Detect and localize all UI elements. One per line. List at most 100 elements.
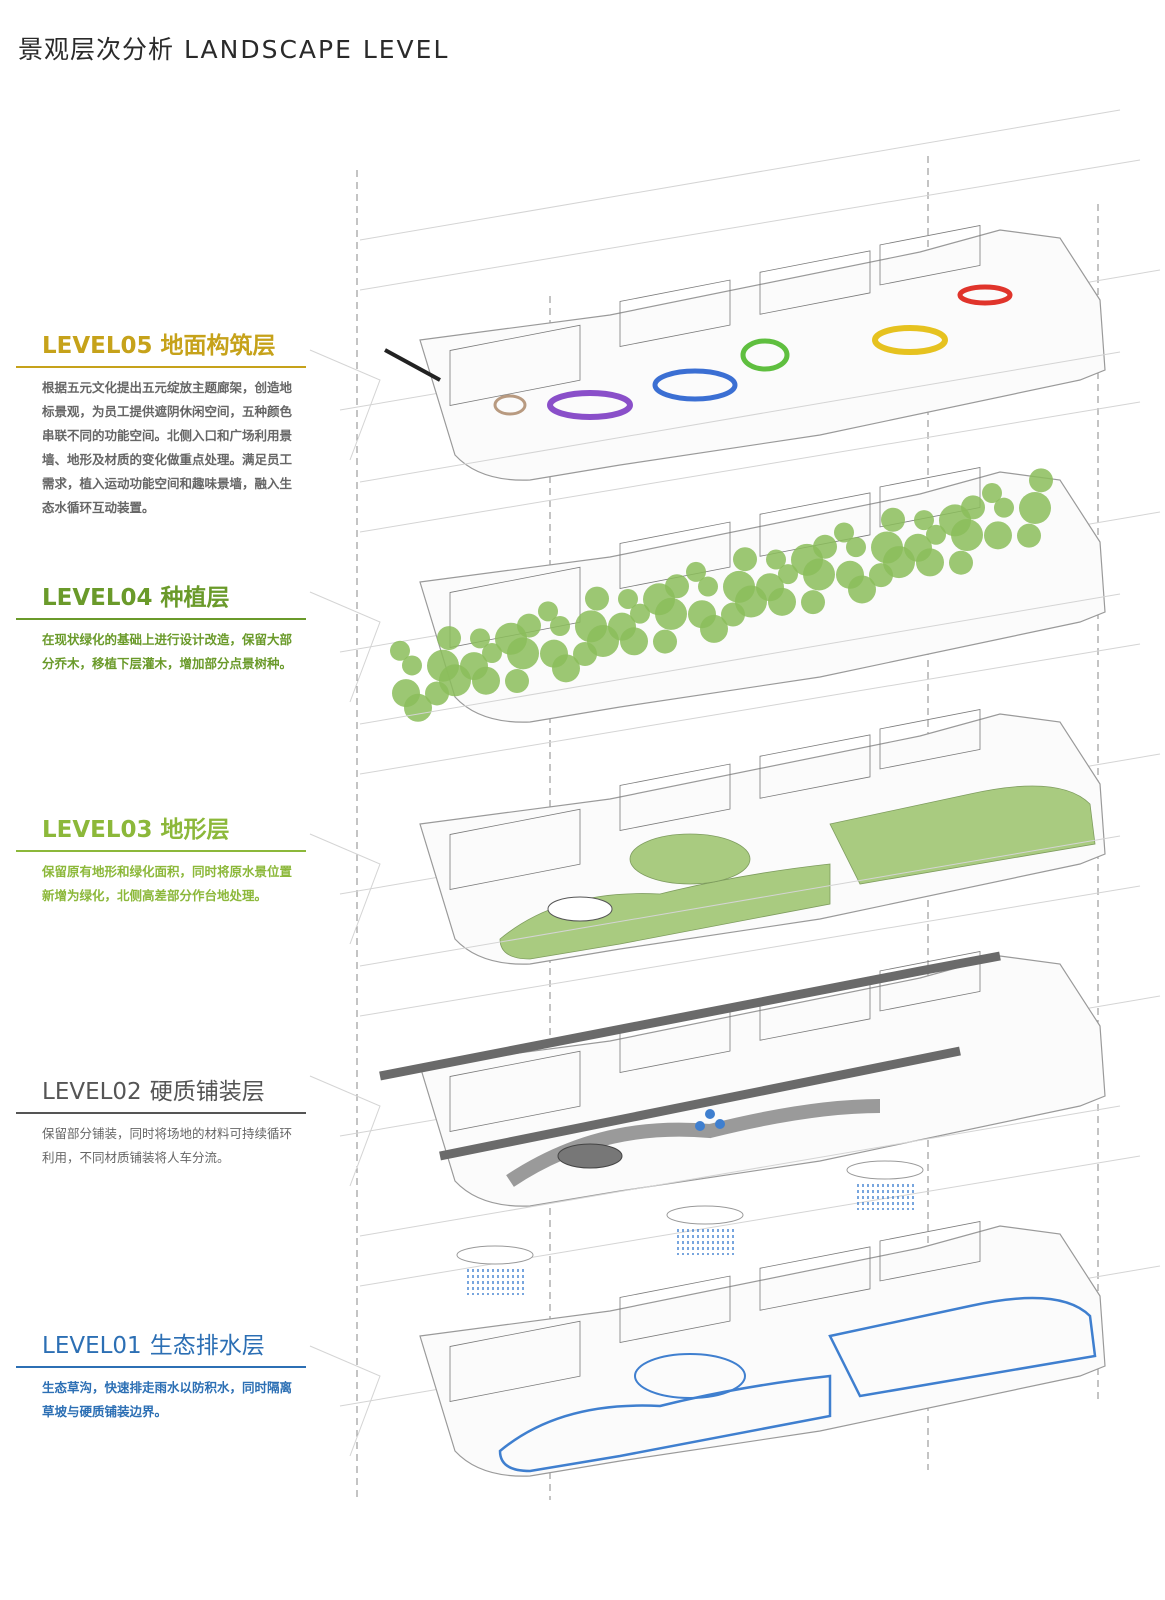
water-feature-3 (705, 1109, 715, 1119)
level-03-code: LEVEL03 (42, 817, 153, 843)
level-04-code: LEVEL04 (42, 585, 153, 611)
context-road-west (309, 349, 381, 461)
red-pavilion (957, 284, 1013, 306)
green-pavilion (740, 338, 790, 372)
rain-symbols (456, 1160, 924, 1295)
tree (848, 575, 876, 604)
level-01-heading: LEVEL01 生态排水层 (16, 1326, 306, 1368)
site-outline (419, 1225, 1106, 1477)
tree (984, 521, 1012, 550)
cloud (846, 1160, 924, 1180)
tree (700, 614, 728, 643)
layer-04-plan (309, 351, 1161, 723)
tree (735, 585, 767, 618)
tree (926, 524, 946, 545)
page-title: 景观层次分析 LANDSCAPE LEVEL (18, 30, 449, 66)
tree (733, 547, 757, 572)
level-01-name: 生态排水层 (149, 1333, 265, 1359)
lawn-mound (629, 833, 751, 885)
level-05-description: 根据五元文化提出五元绽放主题廊架，创造地标景观，为员工提供遮阴休闲空间，五种颜色… (42, 380, 293, 515)
tree (846, 537, 866, 558)
level-05-legend: LEVEL05 地面构筑层 根据五元文化提出五元绽放主题廊架，创造地标景观，为员工… (16, 326, 306, 520)
paved-plaza (557, 1143, 623, 1169)
tree (1017, 523, 1041, 548)
tree (653, 629, 677, 654)
tree (801, 590, 825, 615)
purple-pavilion (547, 390, 633, 420)
water-feature-1 (695, 1121, 705, 1131)
rain-cloud-3 (846, 1160, 924, 1210)
entry-landmark (493, 394, 527, 416)
tree (404, 693, 432, 722)
tree (881, 507, 905, 532)
level-05-name: 地面构筑层 (160, 333, 276, 359)
building-block-1 (449, 808, 581, 890)
context-road-west (309, 1345, 381, 1457)
building-block-3 (759, 1246, 871, 1311)
tree (768, 587, 796, 616)
tree (472, 666, 500, 695)
tree (538, 601, 558, 622)
tree (439, 664, 471, 697)
blue-pavilion (652, 368, 738, 402)
tree (517, 613, 541, 638)
tree (961, 495, 985, 520)
level-02-description: 保留部分铺装，同时将场地的材料可持续循环利用，不同材质铺装将人车分流。 (42, 1126, 293, 1165)
cloud (456, 1245, 534, 1265)
title-en: LANDSCAPE LEVEL (184, 35, 450, 64)
tree (949, 550, 973, 575)
tree (883, 546, 915, 579)
tree (585, 586, 609, 611)
paved-roads (379, 951, 1001, 1161)
level-04-heading: LEVEL04 种植层 (16, 578, 306, 620)
layer-03-plan (309, 593, 1161, 965)
water-feature-2 (715, 1119, 725, 1129)
tree (914, 510, 934, 531)
tree (482, 643, 502, 664)
tree (916, 548, 944, 577)
building-block-4 (879, 951, 981, 1012)
context-road-west (309, 591, 381, 703)
tree (505, 669, 529, 694)
tree (402, 655, 422, 676)
tree (552, 654, 580, 683)
tree (686, 561, 706, 582)
bioswale-mound (634, 1353, 746, 1399)
lawn-east (829, 785, 1096, 885)
level-05-code: LEVEL05 (42, 333, 153, 359)
tree (618, 588, 638, 609)
building-block-4 (879, 709, 981, 770)
tree (620, 627, 648, 656)
tree (630, 603, 650, 624)
building-block-2 (619, 1275, 731, 1343)
building-block-2 (619, 763, 731, 831)
building-block-4 (879, 225, 981, 286)
building-block-1 (449, 324, 581, 406)
tree (982, 483, 1002, 504)
level-04-name: 种植层 (160, 585, 230, 611)
sunken-plaza (547, 896, 613, 922)
tree (390, 640, 410, 661)
yellow-pavilion (872, 325, 948, 355)
tree (1019, 492, 1051, 524)
level-02-code: LEVEL02 (42, 1079, 142, 1105)
north-wall (384, 348, 441, 382)
bioswale-east (828, 1296, 1097, 1398)
bioswale-south (498, 1374, 832, 1473)
level-01-code: LEVEL01 (42, 1333, 142, 1359)
layer-01-plan (309, 1105, 1161, 1477)
tree (994, 497, 1014, 518)
tree (813, 534, 837, 559)
tree (437, 626, 461, 651)
title-zh: 景观层次分析 (18, 35, 175, 64)
tree (778, 564, 798, 585)
context-road-west (309, 1075, 381, 1187)
building-block-1 (449, 1050, 581, 1132)
